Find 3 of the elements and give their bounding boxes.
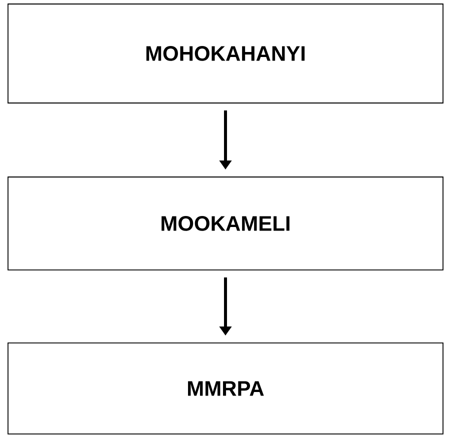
process-box: MOOKAMELI [8,176,444,270]
process-box: MMRPA [8,342,444,434]
process-box: MOHOKAHANYI [8,4,444,104]
